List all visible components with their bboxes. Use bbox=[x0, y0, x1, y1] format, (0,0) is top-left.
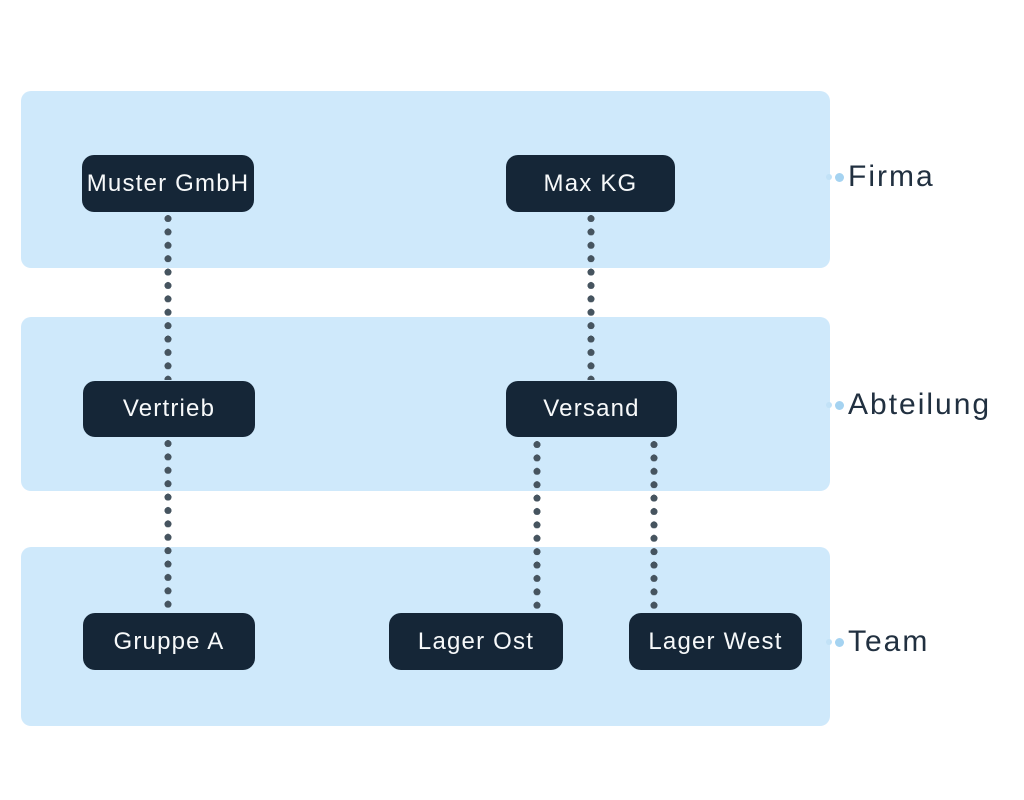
node-lager-west[interactable]: Lager West bbox=[629, 613, 802, 670]
node-max-kg[interactable]: Max KG bbox=[506, 155, 675, 212]
node-label: Versand bbox=[543, 395, 640, 422]
leader-dot-icon bbox=[835, 400, 844, 410]
connector-max-versand bbox=[587, 214, 595, 380]
leader-dot-icon bbox=[826, 402, 832, 408]
node-vertrieb[interactable]: Vertrieb bbox=[83, 381, 255, 437]
leader-dot-icon bbox=[826, 174, 832, 180]
leader-dot-icon bbox=[835, 637, 844, 647]
leader-dot-icon bbox=[826, 639, 832, 645]
lane-label-text: Team bbox=[848, 625, 930, 658]
lane-label-text: Firma bbox=[848, 160, 935, 193]
node-label: Lager Ost bbox=[417, 627, 535, 655]
connector-muster-vertrieb bbox=[164, 214, 172, 380]
node-versand[interactable]: Versand bbox=[506, 381, 677, 437]
connector-versand-lager-ost bbox=[533, 440, 541, 612]
connector-vertrieb-gruppe-a bbox=[164, 439, 172, 612]
node-label: Lager West bbox=[648, 627, 783, 655]
leader-dot-icon bbox=[835, 172, 844, 182]
node-label: Vertrieb bbox=[122, 395, 216, 422]
lane-label-team: Team bbox=[826, 624, 929, 660]
node-lager-ost[interactable]: Lager Ost bbox=[389, 613, 563, 670]
lane-label-firma: Firma bbox=[826, 159, 935, 195]
lane-label-text: Abteilung bbox=[848, 388, 992, 421]
lane-label-abteilung: Abteilung bbox=[826, 387, 991, 423]
node-muster-gmbh[interactable]: Muster GmbH bbox=[82, 155, 254, 212]
node-label: Muster GmbH bbox=[86, 169, 250, 197]
connector-versand-lager-west bbox=[650, 440, 658, 612]
node-gruppe-a[interactable]: Gruppe A bbox=[83, 613, 255, 670]
node-label: Max KG bbox=[543, 169, 638, 197]
node-label: Gruppe A bbox=[113, 627, 225, 655]
